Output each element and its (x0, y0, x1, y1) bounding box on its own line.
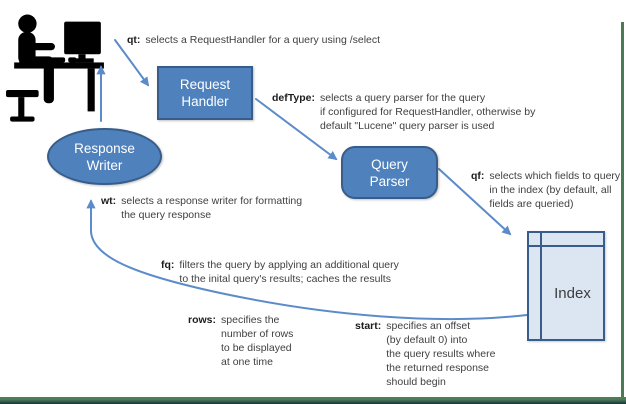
annotation-qf: qf: selects which fields to query in the… (471, 169, 620, 211)
annotation-start-label: start: (355, 320, 382, 332)
annotation-qt: qt: selects a RequestHandler for a query… (127, 33, 380, 47)
annotation-fq-text: filters the query by applying an additio… (179, 259, 399, 285)
annotation-qt-text: selects a RequestHandler for a query usi… (145, 34, 381, 46)
index-node: Index (527, 231, 605, 341)
slide-border-right (621, 22, 624, 397)
annotation-fq: fq: filters the query by applying an add… (161, 258, 399, 286)
annotation-deftype: defType: selects a query parser for the … (272, 91, 535, 133)
annotation-wt: wt: selects a response writer for format… (101, 194, 302, 222)
index-spine-line (540, 233, 542, 339)
slide-border-bottom (0, 397, 626, 404)
query-parser-node: Query Parser (341, 146, 438, 199)
annotation-qt-label: qt: (127, 34, 141, 46)
annotation-start: start: specifies an offset (by default 0… (355, 319, 495, 389)
annotation-wt-text: selects a response writer for formatting… (121, 195, 303, 221)
annotation-rows-label: rows: (188, 314, 217, 326)
index-header-line (529, 245, 603, 247)
response-writer-node: Response Writer (47, 128, 162, 185)
annotation-rows-text: specifies the number of rows to be displ… (221, 314, 294, 368)
annotation-deftype-label: defType: (272, 92, 315, 104)
annotation-qf-text: selects which fields to query in the ind… (489, 170, 621, 210)
annotation-qf-label: qf: (471, 170, 485, 182)
annotation-start-text: specifies an offset (by default 0) into … (386, 320, 496, 388)
person-at-computer-icon (6, 14, 104, 122)
request-handler-node: Request Handler (157, 66, 253, 120)
annotation-deftype-text: selects a query parser for the query if … (319, 92, 536, 132)
index-node-label: Index (554, 284, 591, 302)
annotation-fq-label: fq: (161, 259, 175, 271)
annotation-wt-label: wt: (101, 195, 117, 207)
annotation-rows: rows: specifies the number of rows to be… (188, 313, 293, 369)
